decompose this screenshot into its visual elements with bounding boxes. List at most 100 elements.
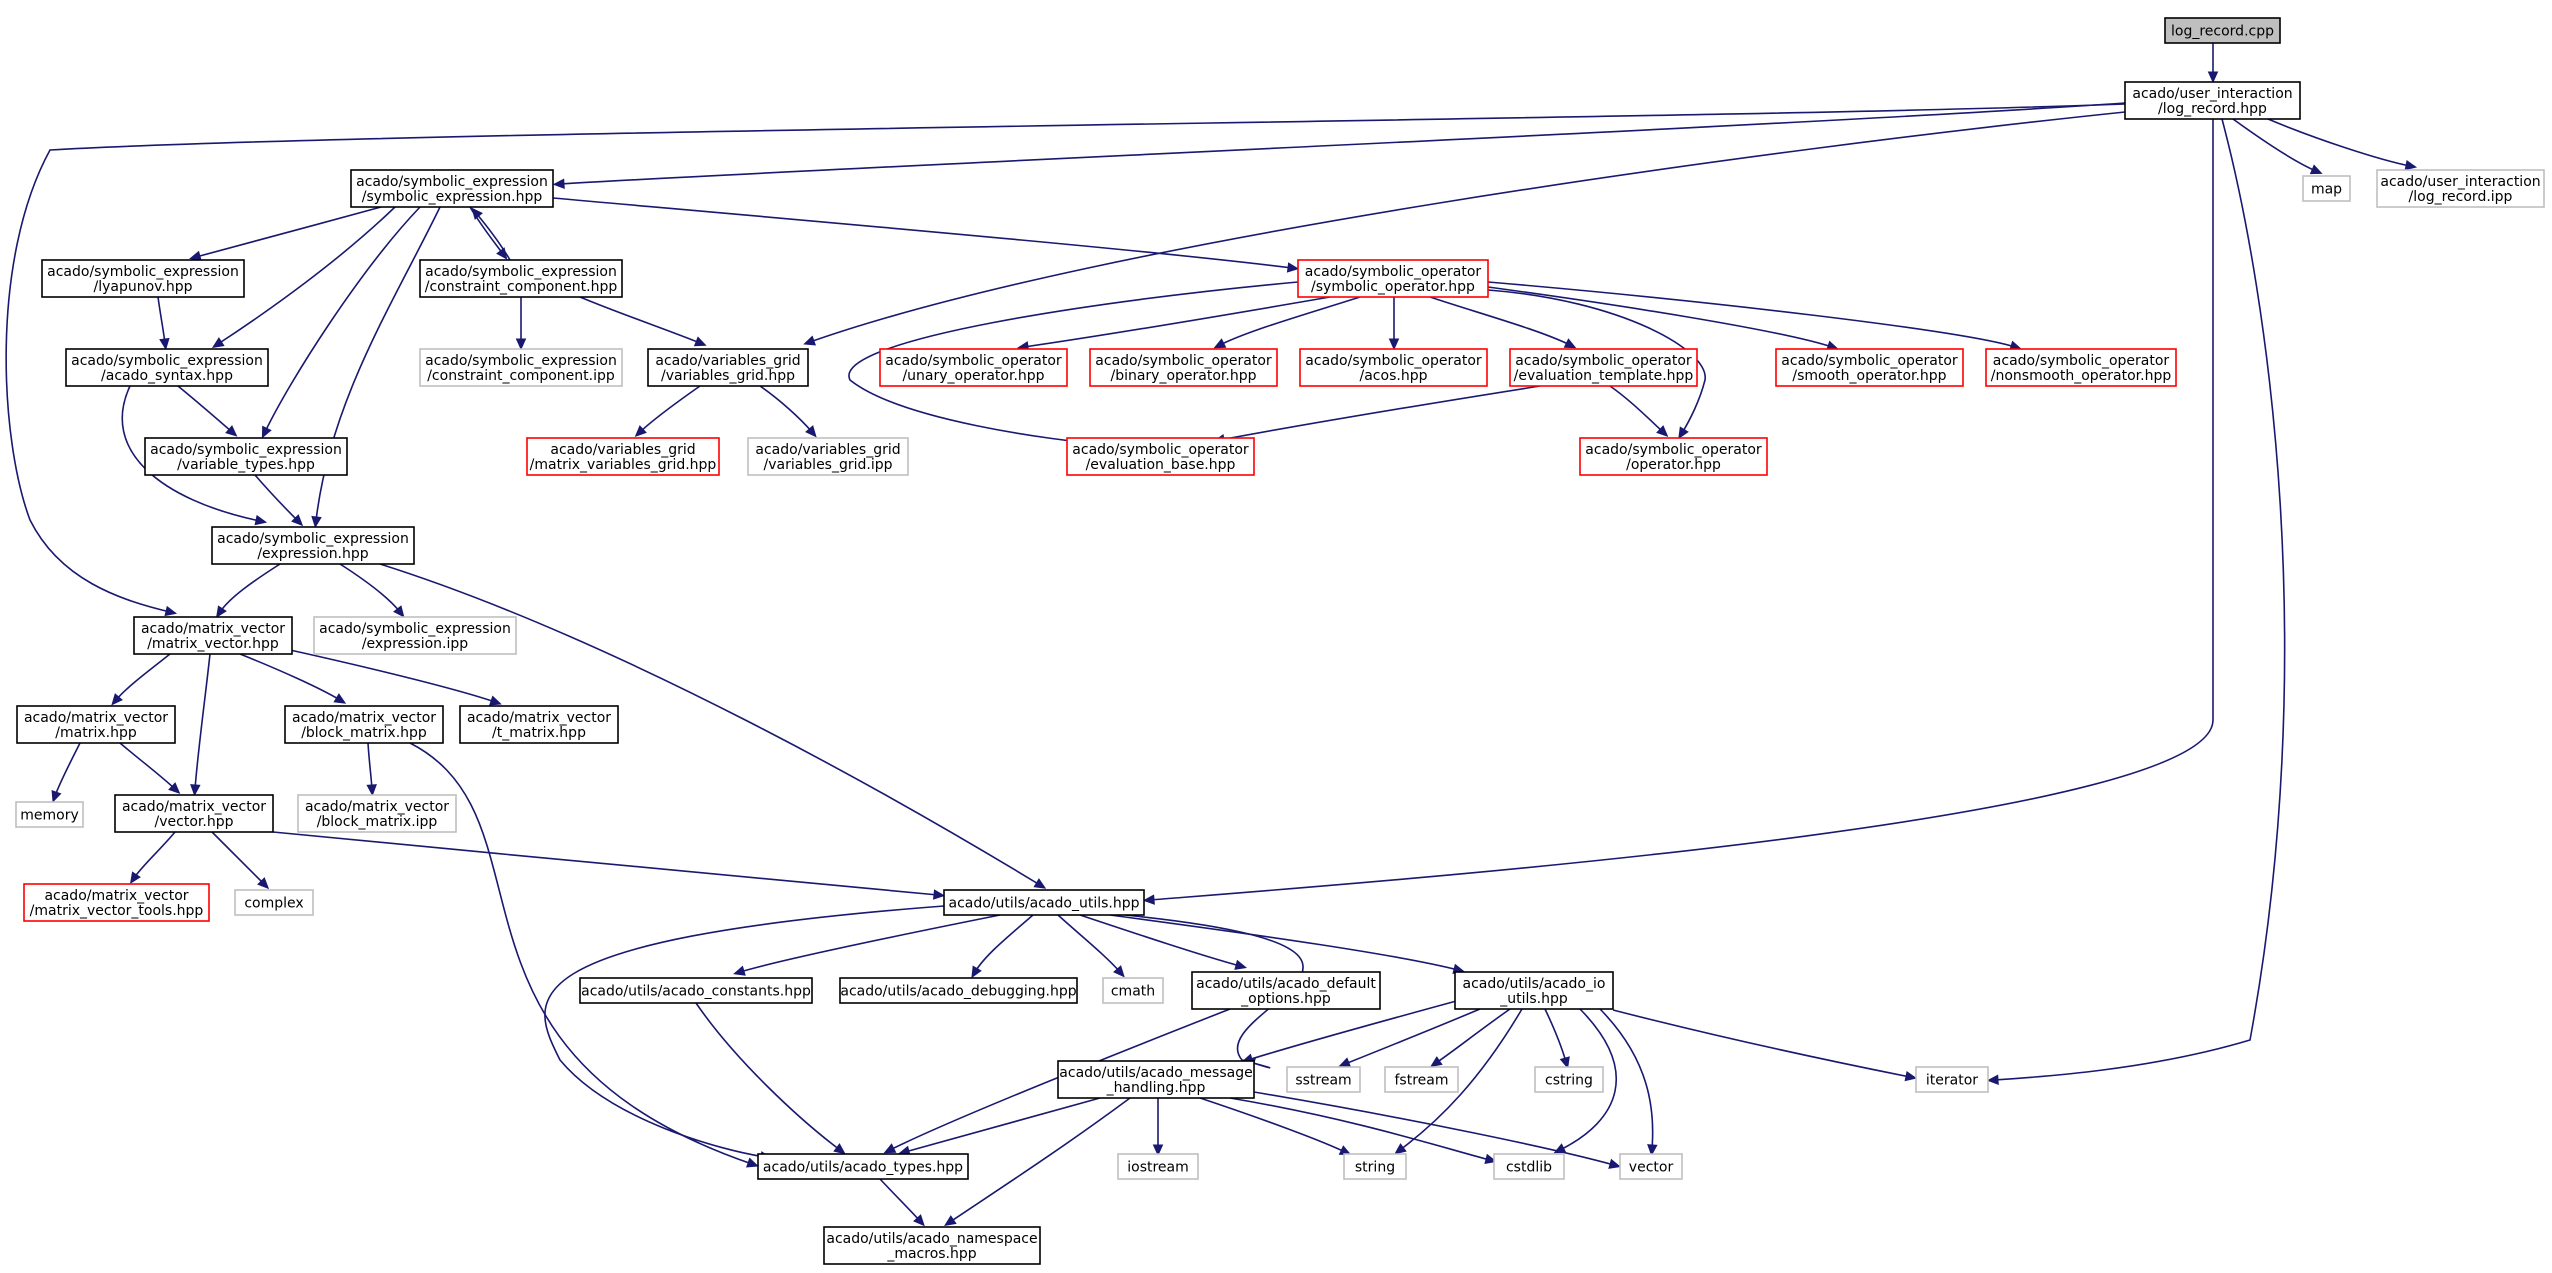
node-label: /constraint_component.hpp (425, 279, 618, 295)
node-so-evaluation-base[interactable]: acado/symbolic_operator/evaluation_base.… (1066, 437, 1255, 476)
node-so-unary[interactable]: acado/symbolic_operator/unary_operator.h… (879, 348, 1068, 387)
node-label: cmath (1111, 984, 1155, 1000)
node-se-constraint-component[interactable]: acado/symbolic_expression/constraint_com… (419, 259, 623, 298)
node-cstdlib[interactable]: cstdlib (1493, 1153, 1565, 1180)
node-se-constraint-component-ipp[interactable]: acado/symbolic_expression/constraint_com… (419, 348, 623, 387)
node-cmath[interactable]: cmath (1102, 977, 1164, 1004)
node-label: acado/symbolic_expression (356, 174, 548, 190)
node-cstring[interactable]: cstring (1534, 1066, 1604, 1093)
node-ut-acado-constants[interactable]: acado/utils/acado_constants.hpp (579, 977, 813, 1004)
node-label: /matrix_variables_grid.hpp (530, 457, 717, 473)
node-fstream[interactable]: fstream (1384, 1066, 1459, 1093)
edge-se_variable_types-to-se_expression (254, 474, 304, 527)
edge-mv_matrix_vector-to-mv_vector (190, 653, 211, 797)
node-label: acado/symbolic_operator (1305, 264, 1482, 280)
node-label: /log_record.ipp (2409, 189, 2513, 205)
node-so-binary[interactable]: acado/symbolic_operator/binary_operator.… (1089, 348, 1278, 387)
node-label: /binary_operator.hpp (1110, 368, 1256, 384)
node-label: _macros.hpp (886, 1246, 976, 1262)
node-label: /variable_types.hpp (177, 457, 315, 473)
node-ut-acado-namespace-macros[interactable]: acado/utils/acado_namespace_macros.hpp (823, 1226, 1041, 1265)
node-mv-matrix[interactable]: acado/matrix_vector/matrix.hpp (16, 705, 176, 744)
node-sstream[interactable]: sstream (1286, 1066, 1361, 1093)
node-iostream[interactable]: iostream (1117, 1153, 1199, 1180)
nodes-layer: log_record.cpp acado/user_interaction/log… (15, 17, 2545, 1265)
node-mv-t-matrix[interactable]: acado/matrix_vector/t_matrix.hpp (459, 705, 619, 744)
edge-ut_acado_message_handling-to-ut_acado_namespace_macros (944, 1097, 1131, 1227)
edge-ut_acado_io_utils-to-cstring (1544, 1008, 1570, 1069)
node-ui-log-record-hpp[interactable]: acado/user_interaction/log_record.hpp (2124, 81, 2301, 120)
edge-ui_log_record_hpp-to-map (2232, 118, 2323, 175)
node-label: acado/symbolic_operator (1585, 442, 1762, 458)
edge-ut_acado_message_handling-to-vector (1253, 1091, 1621, 1169)
node-complex[interactable]: complex (234, 889, 314, 916)
edge-mv_block_matrix-to-ut_acado_types (409, 742, 759, 1168)
node-se-acado-syntax[interactable]: acado/symbolic_expression/acado_syntax.h… (65, 348, 269, 387)
edge-se_expression-to-se_expression_ipp (339, 563, 405, 618)
node-so-symbolic-operator[interactable]: acado/symbolic_operator/symbolic_operato… (1297, 259, 1489, 298)
node-mv-block-matrix-ipp[interactable]: acado/matrix_vector/block_matrix.ipp (297, 794, 457, 833)
node-label: acado/utils/acado_constants.hpp (581, 984, 811, 1000)
node-mv-matrix-vector-tools[interactable]: acado/matrix_vector/matrix_vector_tools.… (23, 883, 210, 922)
node-se-expression[interactable]: acado/symbolic_expression/expression.hpp (211, 526, 415, 565)
edge-se_constraint_component-to-se_symbolic_expression (471, 207, 511, 261)
node-label: complex (244, 896, 303, 912)
node-label: iterator (1926, 1073, 1978, 1089)
node-so-nonsmooth[interactable]: acado/symbolic_operator/nonsmooth_operat… (1985, 348, 2177, 387)
edge-log_record_cpp-to-ui_log_record_hpp (2207, 42, 2219, 84)
node-string[interactable]: string (1343, 1153, 1407, 1180)
edge-ui_log_record_hpp-to-se_symbolic_expression (552, 102, 2126, 189)
edge-se_lyapunov-to-se_acado_syntax (157, 296, 170, 351)
edge-so_symbolic_operator-to-so_unary (1016, 296, 1331, 352)
node-label: cstdlib (1506, 1160, 1552, 1176)
edge-so_evaluation_template-to-so_operator (1609, 385, 1669, 437)
node-ut-acado-utils[interactable]: acado/utils/acado_utils.hpp (943, 889, 1145, 916)
node-label: acado/utils/acado_debugging.hpp (840, 984, 1076, 1000)
node-ut-acado-message-handling[interactable]: acado/utils/acado_message_handling.hpp (1057, 1060, 1255, 1099)
node-label: /t_matrix.hpp (492, 725, 586, 741)
node-memory[interactable]: memory (15, 801, 84, 828)
node-mv-block-matrix[interactable]: acado/matrix_vector/block_matrix.hpp (284, 705, 444, 744)
node-so-evaluation-template[interactable]: acado/symbolic_operator/evaluation_templ… (1509, 348, 1698, 387)
node-label: _utils.hpp (1499, 991, 1568, 1007)
node-se-symbolic-expression[interactable]: acado/symbolic_expression/symbolic_expre… (350, 169, 554, 208)
node-vg-variables-grid[interactable]: acado/variables_grid/variables_grid.hpp (647, 348, 809, 387)
node-ui-log-record-ipp[interactable]: acado/user_interaction/log_record.ipp (2376, 169, 2545, 208)
node-iterator[interactable]: iterator (1915, 1066, 1989, 1093)
node-map[interactable]: map (2302, 175, 2351, 202)
node-label: /matrix_vector_tools.hpp (30, 903, 204, 919)
node-so-operator[interactable]: acado/symbolic_operator/operator.hpp (1579, 437, 1768, 476)
edge-ut_acado_utils-to-ut_acado_io_utils (1109, 914, 1465, 974)
node-ut-acado-debugging[interactable]: acado/utils/acado_debugging.hpp (839, 977, 1078, 1004)
node-label: /symbolic_expression.hpp (362, 189, 543, 205)
node-so-smooth[interactable]: acado/symbolic_operator/smooth_operator.… (1775, 348, 1964, 387)
node-label: /expression.ipp (362, 636, 468, 652)
node-label: acado/matrix_vector (467, 710, 611, 726)
node-vector[interactable]: vector (1619, 1153, 1683, 1180)
node-ut-acado-io-utils[interactable]: acado/utils/acado_io_utils.hpp (1454, 971, 1614, 1010)
edge-ui_log_record_hpp-to-ut_acado_utils (1142, 118, 2214, 905)
node-so-acos[interactable]: acado/symbolic_operator/acos.hpp (1299, 348, 1488, 387)
edge-ut_acado_message_handling-to-ut_acado_types (898, 1097, 1101, 1156)
node-se-lyapunov[interactable]: acado/symbolic_expression/lyapunov.hpp (41, 259, 245, 298)
node-label: acado/matrix_vector (305, 799, 449, 815)
node-label: acado/symbolic_operator (1515, 353, 1692, 369)
edge-ui_log_record_hpp-to-iterator (1986, 118, 2286, 1085)
node-vg-variables-grid-ipp[interactable]: acado/variables_grid/variables_grid.ipp (747, 437, 909, 476)
node-ut-acado-default-options[interactable]: acado/utils/acado_default_options.hpp (1191, 971, 1381, 1010)
node-mv-matrix-vector[interactable]: acado/matrix_vector/matrix_vector.hpp (133, 616, 293, 655)
node-mv-vector[interactable]: acado/matrix_vector/vector.hpp (114, 794, 274, 833)
node-vg-matrix-variables-grid[interactable]: acado/variables_grid/matrix_variables_gr… (526, 437, 720, 476)
node-se-variable-types[interactable]: acado/symbolic_expression/variable_types… (144, 437, 348, 476)
edges-layer (5, 42, 2418, 1227)
node-se-expression-ipp[interactable]: acado/symbolic_expression/expression.ipp (313, 616, 517, 655)
node-ut-acado-types[interactable]: acado/utils/acado_types.hpp (757, 1153, 969, 1180)
node-label: /nonsmooth_operator.hpp (1991, 368, 2172, 384)
node-label: /constraint_component.ipp (427, 368, 615, 384)
node-label: log_record.cpp (2171, 24, 2274, 40)
node-label: acado/symbolic_operator (1305, 353, 1482, 369)
node-log-record-cpp[interactable]: log_record.cpp (2164, 17, 2281, 44)
edge-se_symbolic_expression-to-se_variable_types (261, 206, 421, 439)
node-label: acado/utils/acado_message (1059, 1065, 1252, 1081)
